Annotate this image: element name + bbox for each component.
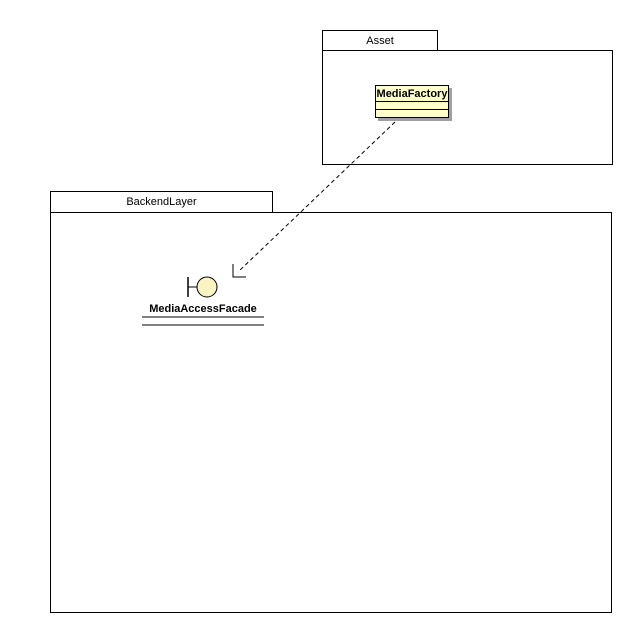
dependency-arrow-line[interactable] bbox=[237, 121, 396, 273]
class-attributes-compartment bbox=[376, 102, 448, 110]
package-tab-asset[interactable]: Asset bbox=[322, 30, 438, 51]
package-body-asset[interactable] bbox=[322, 50, 613, 165]
dependency-open-arrowhead-icon bbox=[232, 264, 246, 278]
package-label-backendlayer: BackendLayer bbox=[126, 196, 197, 208]
package-body-backendlayer[interactable] bbox=[50, 212, 612, 613]
package-label-asset: Asset bbox=[366, 34, 394, 47]
interface-label-mediaaccessfacade: MediaAccessFacade bbox=[149, 303, 257, 315]
class-title: MediaFactory bbox=[376, 86, 448, 102]
class-mediafactory[interactable]: MediaFactory bbox=[375, 85, 449, 118]
interface-circle-icon[interactable] bbox=[196, 276, 218, 298]
